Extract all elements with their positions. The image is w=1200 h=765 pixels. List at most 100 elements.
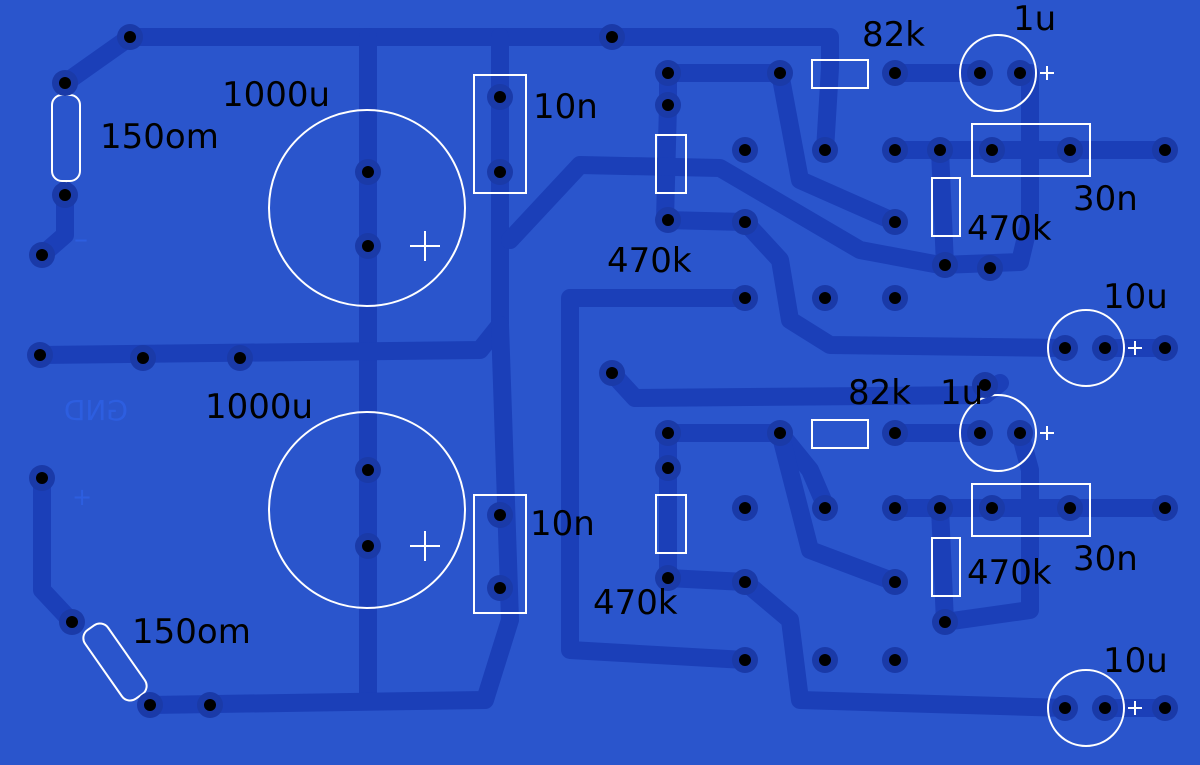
pad-hole xyxy=(362,540,374,552)
pad-hole xyxy=(774,67,786,79)
pad-hole xyxy=(1014,427,1026,439)
pad-hole xyxy=(494,509,506,521)
pad-hole xyxy=(889,427,901,439)
label-1u-bottom: 1u xyxy=(940,373,983,413)
pad-hole xyxy=(137,352,149,364)
capacitor-30n-top-outline xyxy=(971,123,1091,177)
resistor-82k-bottom-body xyxy=(811,419,869,449)
label-1000u-top: 1000u xyxy=(222,75,330,115)
pad-hole xyxy=(606,367,618,379)
trace-l7 xyxy=(936,424,1039,631)
pad-hole xyxy=(889,67,901,79)
pad-hole xyxy=(986,144,998,156)
pad-hole xyxy=(494,91,506,103)
pad-hole xyxy=(739,654,751,666)
pad-hole xyxy=(889,292,901,304)
plus-10u-bottom-icon xyxy=(1128,701,1142,715)
pad-hole xyxy=(1159,342,1171,354)
label-minus-marker: – xyxy=(74,222,88,255)
resistor-470k-right-bottom-body xyxy=(931,537,961,597)
pad-hole xyxy=(939,616,951,628)
label-470k-left-top: 470k xyxy=(607,241,692,281)
pad-hole xyxy=(59,77,71,89)
label-10n-top: 10n xyxy=(533,87,598,127)
pad-hole xyxy=(662,67,674,79)
label-150om-top: 150om xyxy=(100,117,219,157)
pad-hole xyxy=(1064,502,1076,514)
label-82k-top: 82k xyxy=(862,15,925,55)
pad-hole xyxy=(1159,144,1171,156)
pad-hole xyxy=(774,427,786,439)
pad-hole xyxy=(739,216,751,228)
label-470k-right-bottom: 470k xyxy=(967,553,1052,593)
pad-hole xyxy=(59,189,71,201)
pad-hole xyxy=(889,502,901,514)
pad-hole xyxy=(1159,702,1171,714)
pad-hole xyxy=(974,427,986,439)
trace-mid-vertical-2 xyxy=(141,316,519,714)
pad-hole xyxy=(362,166,374,178)
label-10u-bottom: 10u xyxy=(1103,641,1168,681)
component-labels: 150om 150om 1000u 1000u 10n 10n 470k 470… xyxy=(64,0,1168,681)
capacitor-10n-bottom-outline xyxy=(473,494,527,614)
pad-hole xyxy=(124,31,136,43)
resistor-82k-top-body xyxy=(811,59,869,89)
pad-hole xyxy=(889,216,901,228)
pad-hole xyxy=(66,616,78,628)
pad-hole xyxy=(662,427,674,439)
trace-150-bottom xyxy=(33,469,81,631)
pad-hole xyxy=(939,259,951,271)
pad-hole xyxy=(739,576,751,588)
label-1000u-bottom: 1000u xyxy=(205,387,313,427)
pad-hole xyxy=(606,31,618,43)
pad-hole xyxy=(934,144,946,156)
pad-hole xyxy=(739,144,751,156)
label-30n-top: 30n xyxy=(1073,179,1138,219)
label-10n-bottom: 10n xyxy=(530,504,595,544)
trace-u2 xyxy=(656,64,1074,357)
pads xyxy=(27,24,1178,721)
pad-hole xyxy=(362,240,374,252)
plus-1000u-bottom-icon xyxy=(410,531,440,561)
pad-hole xyxy=(144,699,156,711)
pad-hole xyxy=(979,379,991,391)
capacitor-1000u-bottom-outline xyxy=(268,411,466,609)
pad-hole xyxy=(819,654,831,666)
pad-hole xyxy=(36,249,48,261)
pad-hole xyxy=(1099,342,1111,354)
label-82k-bottom: 82k xyxy=(848,373,911,413)
trace-u6 xyxy=(931,141,954,274)
pad-hole xyxy=(362,464,374,476)
pad-hole xyxy=(889,144,901,156)
pad-hole xyxy=(889,576,901,588)
pad-hole xyxy=(889,654,901,666)
trace-l8 xyxy=(931,499,954,631)
plus-10u-top-icon xyxy=(1128,341,1142,355)
capacitor-10u-bottom-outline xyxy=(1047,669,1125,747)
label-1u-top: 1u xyxy=(1013,0,1056,39)
label-470k-left-bottom: 470k xyxy=(593,583,678,623)
label-plus-marker: + xyxy=(72,483,92,511)
capacitor-30n-bottom-outline xyxy=(971,483,1091,537)
label-10u-top: 10u xyxy=(1103,277,1168,317)
pad-hole xyxy=(1159,502,1171,514)
capacitor-1u-bottom-outline xyxy=(959,394,1037,472)
pad-hole xyxy=(819,292,831,304)
capacitor-10u-top-outline xyxy=(1047,309,1125,387)
trace-l2 xyxy=(659,424,834,514)
pad-hole xyxy=(974,67,986,79)
pad-hole xyxy=(739,292,751,304)
resistor-150om-bottom-body xyxy=(82,622,148,702)
pad-hole xyxy=(819,144,831,156)
resistor-470k-left-top-body xyxy=(655,134,687,194)
pad-hole xyxy=(1064,144,1076,156)
pad-hole xyxy=(204,699,216,711)
pad-hole xyxy=(1059,702,1071,714)
capacitor-10n-top-outline xyxy=(473,74,527,194)
label-150om-bottom: 150om xyxy=(132,612,251,652)
capacitor-1u-top-outline xyxy=(959,34,1037,112)
pad-hole xyxy=(739,502,751,514)
trace-u1 xyxy=(659,64,904,231)
silkscreen xyxy=(51,34,1142,747)
pad-hole xyxy=(662,572,674,584)
